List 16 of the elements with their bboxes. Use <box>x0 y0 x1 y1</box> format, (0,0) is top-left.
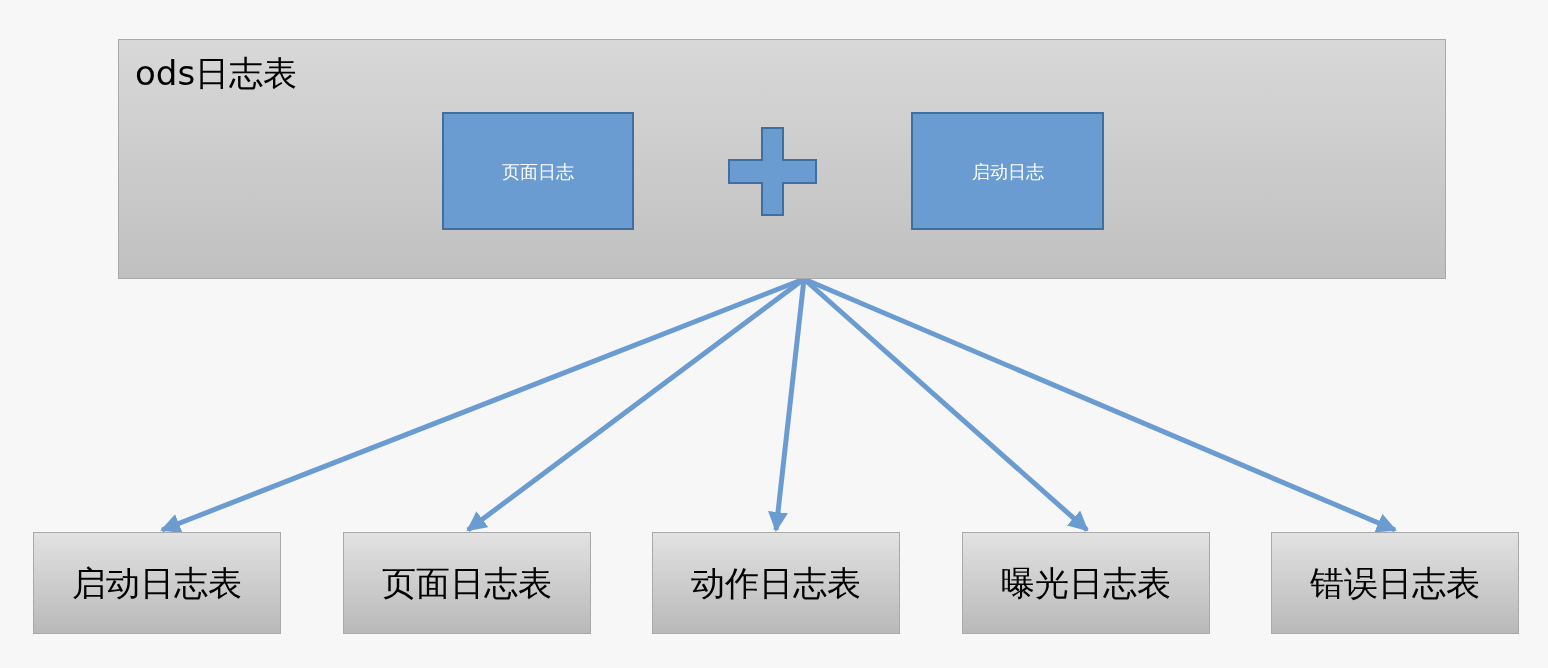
table-box <box>1271 532 1519 634</box>
node-label: 页面日志 <box>502 159 574 184</box>
node-label: 启动日志 <box>971 159 1044 184</box>
node-label: 错误日志表 <box>1310 561 1480 605</box>
table-box <box>343 532 591 634</box>
table-box <box>962 532 1210 634</box>
node-label: 曝光日志表 <box>1001 561 1171 605</box>
container-title: ods日志表 <box>135 52 298 95</box>
log-box <box>442 112 634 230</box>
table-box <box>33 532 281 634</box>
node-label: 页面日志表 <box>382 561 552 605</box>
log-box <box>911 112 1104 230</box>
table-box <box>652 532 900 634</box>
table-container <box>118 39 1446 279</box>
node-label: 动作日志表 <box>691 561 861 605</box>
node-label: 启动日志表 <box>72 561 242 605</box>
